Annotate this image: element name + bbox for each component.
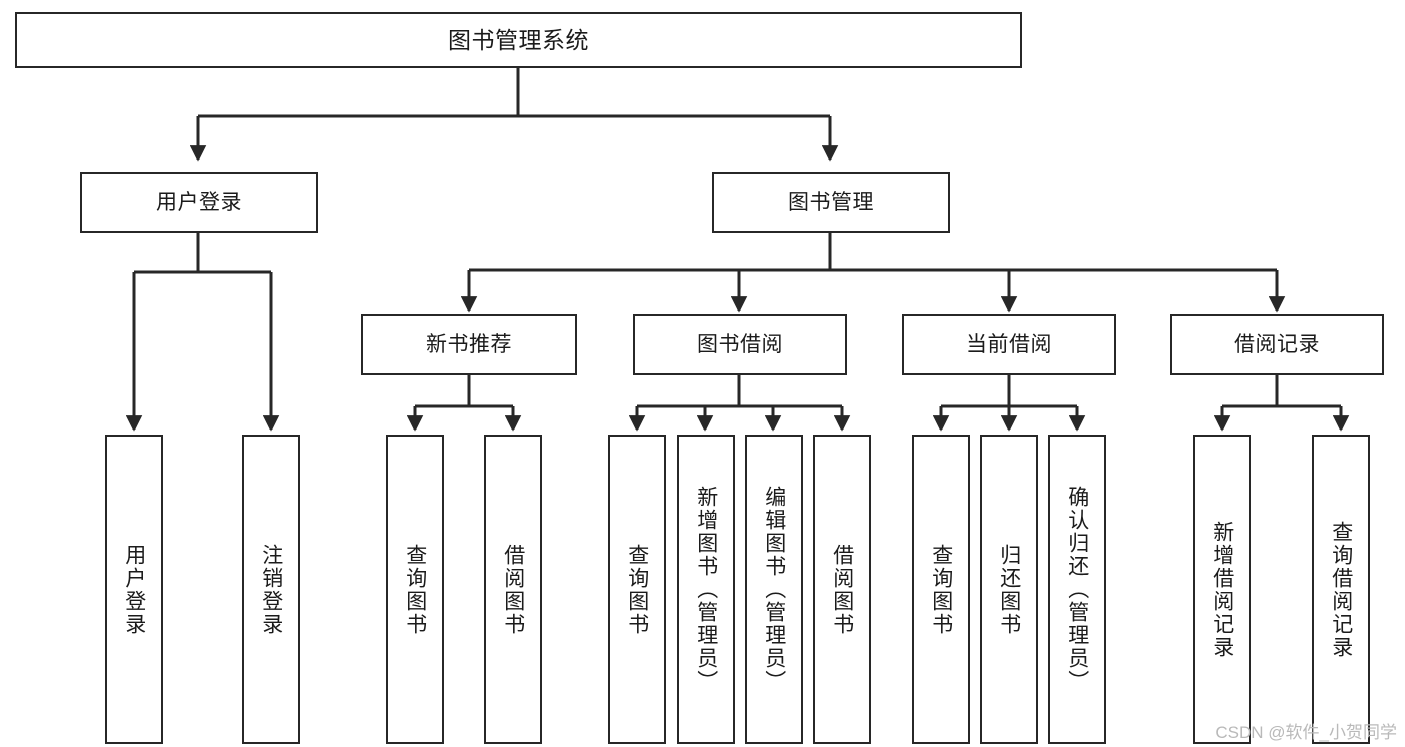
csdn-watermark: CSDN @软件_小贺同学: [1215, 723, 1397, 742]
node-user-login-label: 用户登录: [156, 191, 242, 214]
node-leaf-borrow-book-1-label: 借阅图书: [501, 543, 525, 636]
node-leaf-add-book[interactable]: 新增图书（管理员）: [677, 435, 735, 744]
node-user-login[interactable]: 用户登录: [80, 172, 318, 233]
node-leaf-query-book-2[interactable]: 查询图书: [608, 435, 666, 744]
node-current-borrow-label: 当前借阅: [966, 333, 1052, 356]
node-current-borrow[interactable]: 当前借阅: [902, 314, 1116, 375]
node-leaf-query-book-3[interactable]: 查询图书: [912, 435, 970, 744]
node-book-manage-label: 图书管理: [788, 191, 874, 214]
node-leaf-query-book-1[interactable]: 查询图书: [386, 435, 444, 744]
node-new-book-recommend-label: 新书推荐: [426, 333, 512, 356]
node-borrow-record[interactable]: 借阅记录: [1170, 314, 1384, 375]
node-leaf-query-book-1-label: 查询图书: [403, 543, 427, 636]
node-leaf-edit-book[interactable]: 编辑图书（管理员）: [745, 435, 803, 744]
node-leaf-add-record-label: 新增借阅记录: [1210, 520, 1234, 659]
node-book-manage[interactable]: 图书管理: [712, 172, 950, 233]
node-root-label: 图书管理系统: [448, 26, 589, 53]
node-leaf-logout[interactable]: 注销登录: [242, 435, 300, 744]
node-leaf-borrow-book-2[interactable]: 借阅图书: [813, 435, 871, 744]
node-leaf-confirm-return[interactable]: 确认归还（管理员）: [1048, 435, 1106, 744]
node-leaf-return-book[interactable]: 归还图书: [980, 435, 1038, 744]
node-book-borrow[interactable]: 图书借阅: [633, 314, 847, 375]
node-leaf-add-record[interactable]: 新增借阅记录: [1193, 435, 1251, 744]
node-root[interactable]: 图书管理系统: [15, 12, 1022, 68]
node-leaf-query-record-label: 查询借阅记录: [1329, 520, 1353, 659]
node-leaf-return-book-label: 归还图书: [997, 543, 1021, 636]
node-new-book-recommend[interactable]: 新书推荐: [361, 314, 577, 375]
node-leaf-edit-book-label: 编辑图书（管理员）: [762, 486, 786, 693]
node-leaf-borrow-book-2-label: 借阅图书: [830, 543, 854, 636]
node-leaf-user-login-label: 用户登录: [122, 543, 146, 636]
node-leaf-borrow-book-1[interactable]: 借阅图书: [484, 435, 542, 744]
node-leaf-query-record[interactable]: 查询借阅记录: [1312, 435, 1370, 744]
node-leaf-user-login[interactable]: 用户登录: [105, 435, 163, 744]
node-leaf-query-book-2-label: 查询图书: [625, 543, 649, 636]
node-leaf-query-book-3-label: 查询图书: [929, 543, 953, 636]
node-leaf-logout-label: 注销登录: [259, 543, 283, 636]
node-book-borrow-label: 图书借阅: [697, 333, 783, 356]
node-borrow-record-label: 借阅记录: [1234, 333, 1320, 356]
node-leaf-confirm-return-label: 确认归还（管理员）: [1065, 486, 1089, 693]
node-leaf-add-book-label: 新增图书（管理员）: [694, 486, 718, 693]
